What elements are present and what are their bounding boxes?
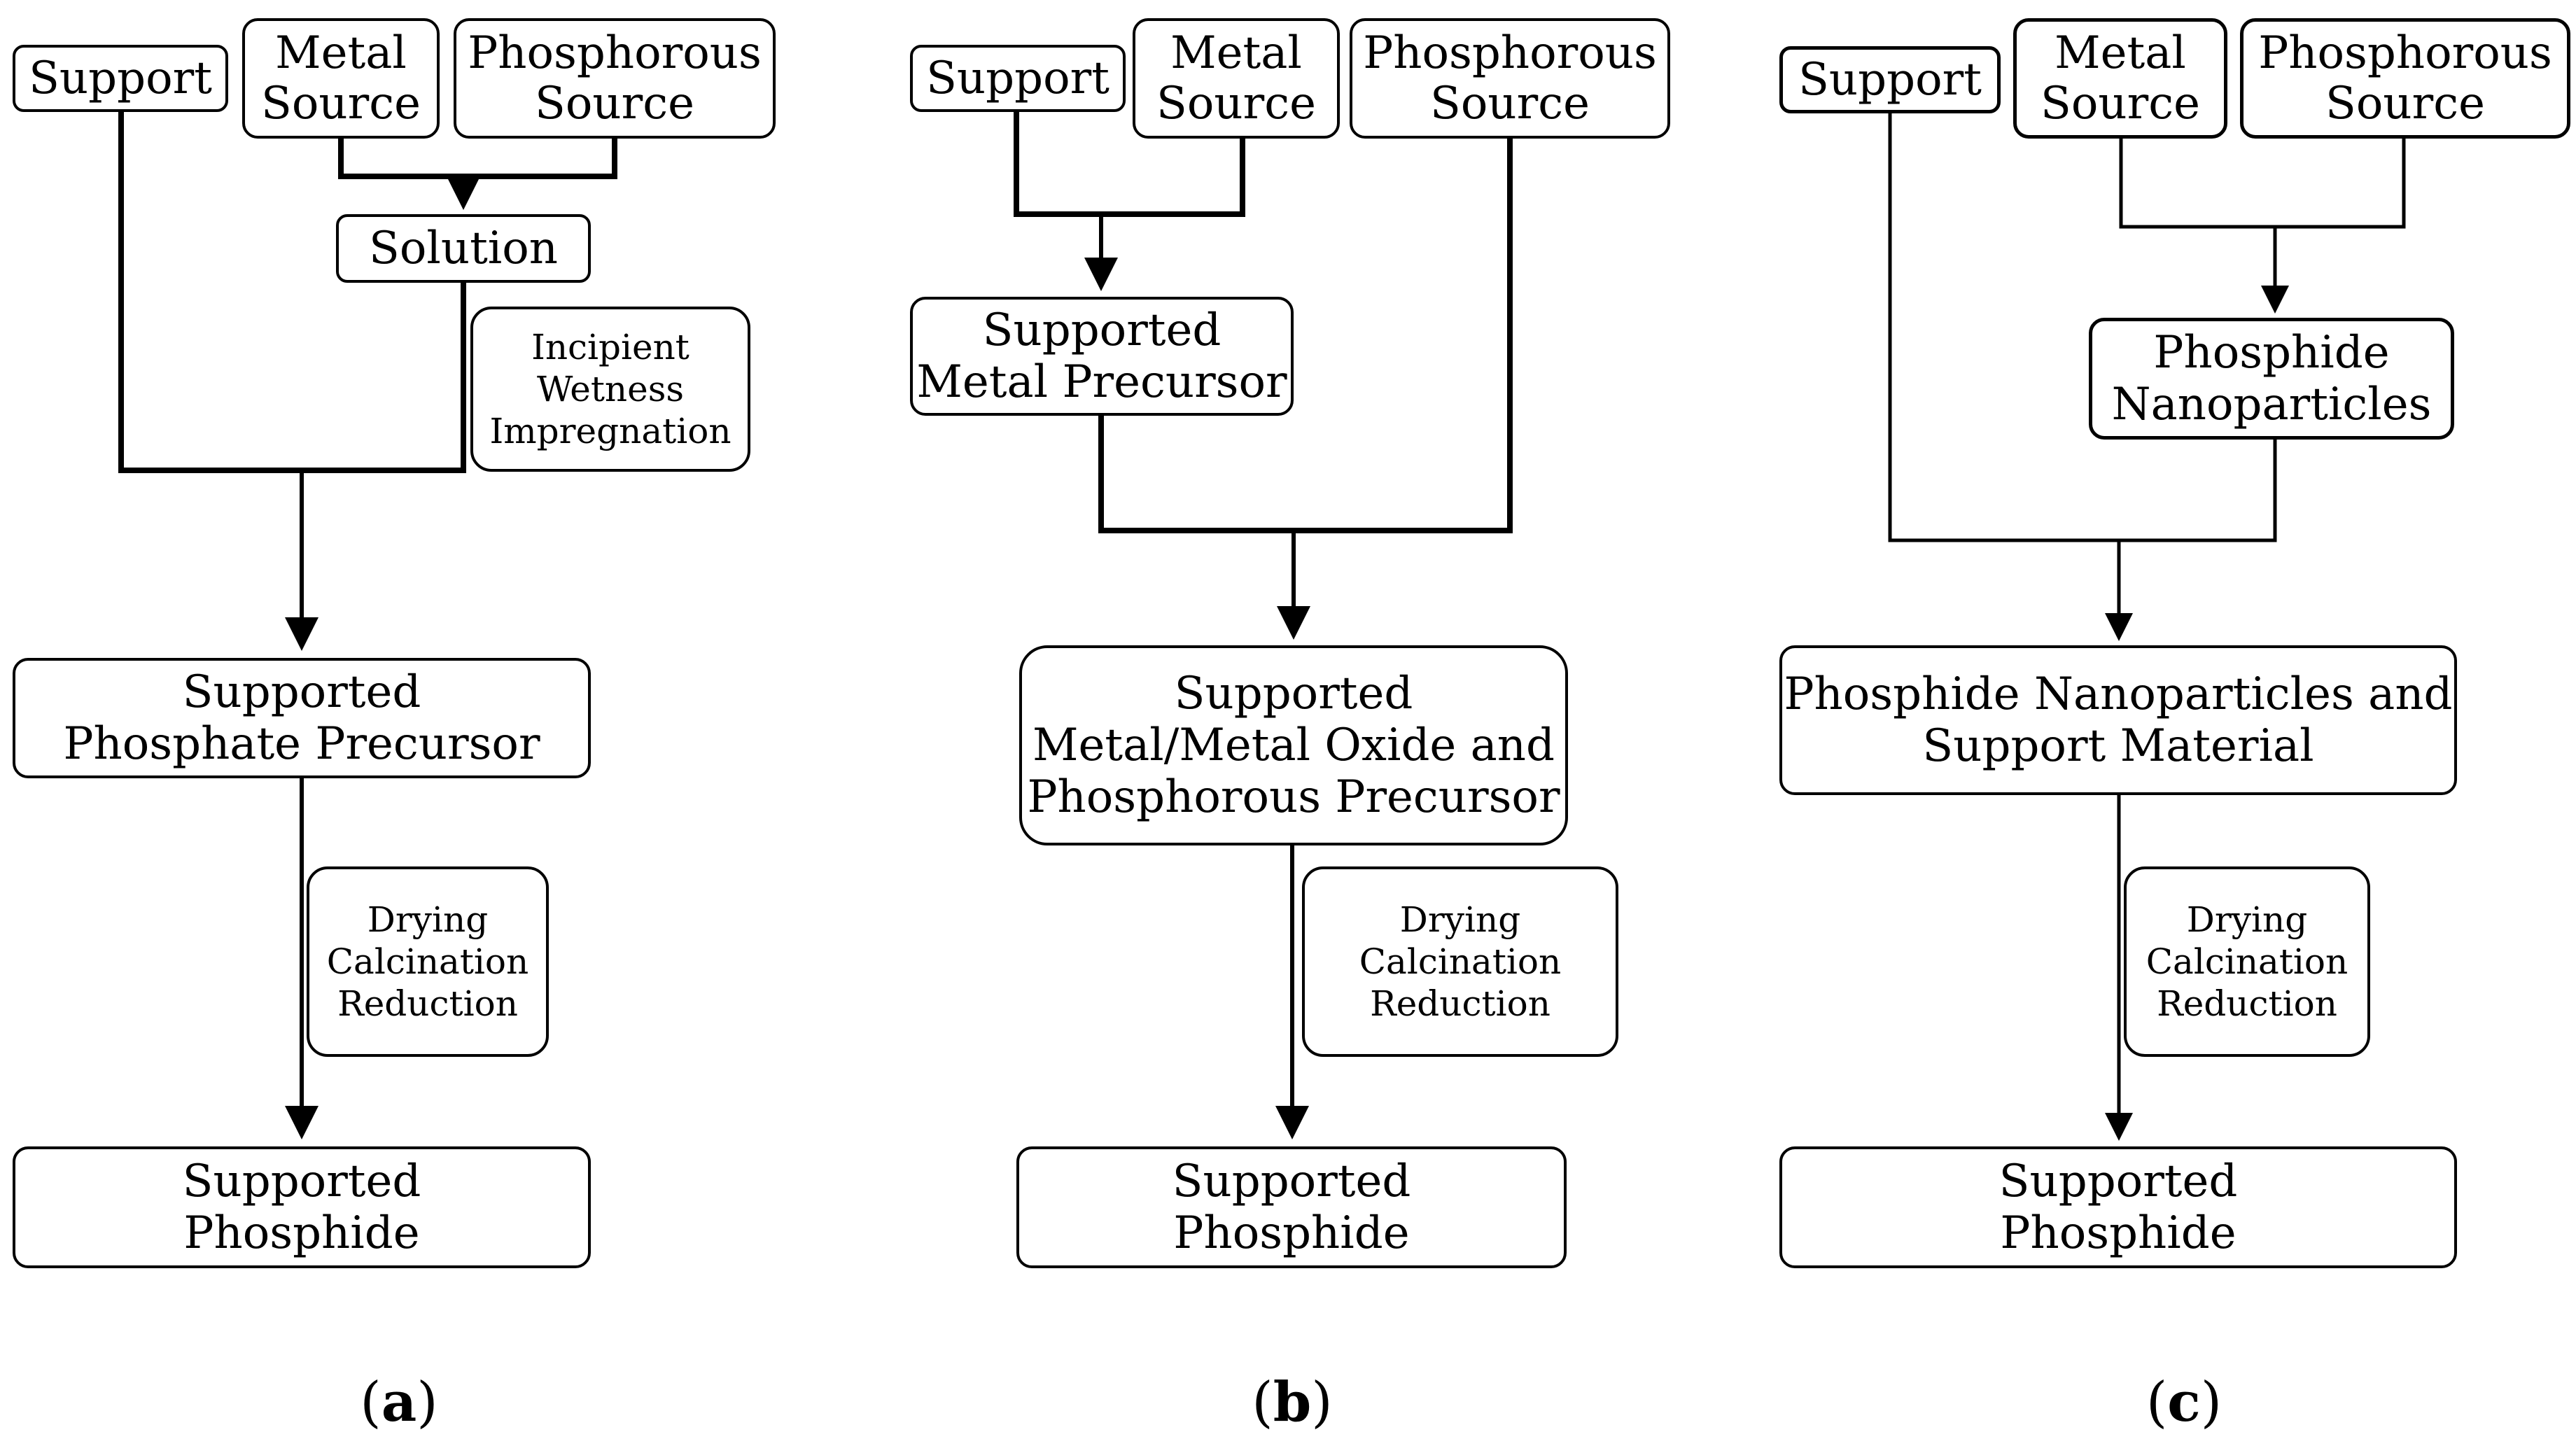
b-support-box: Support xyxy=(910,45,1126,112)
a-metal-source-box: Metal Source xyxy=(242,18,440,139)
c-support-and-nanoparticles-merge xyxy=(1888,113,2277,542)
c-phosphorous-source-box: Phosphorous Source xyxy=(2240,18,2570,139)
c-metal-source-box: Metal Source xyxy=(2013,18,2227,139)
a-treatment-step: Drying Calcination Reduction xyxy=(307,866,549,1057)
a-precursor-box: Supported Phosphate Precursor xyxy=(13,658,591,778)
b-phosphorous-source-box: Phosphorous Source xyxy=(1350,18,1670,139)
c-product-box: Supported Phosphide xyxy=(1779,1146,2457,1268)
b-precursor-and-phosphorous-merge xyxy=(1098,139,1513,533)
panel-c-caption: (c) xyxy=(2146,1370,2222,1434)
a-sources-to-solution xyxy=(338,139,617,179)
b-treatment-step: Drying Calcination Reduction xyxy=(1302,866,1618,1057)
a-solution-box: Solution xyxy=(336,214,591,283)
c-mixture-box: Phosphide Nanoparticles and Support Mate… xyxy=(1779,645,2457,795)
a-support-and-solution-merge xyxy=(118,112,466,473)
c-nanoparticles-box: Phosphide Nanoparticles xyxy=(2089,318,2454,440)
b-support-and-metal-merge xyxy=(1014,112,1245,217)
b-precursor-box: Supported Metal/Metal Oxide and Phosphor… xyxy=(1019,645,1568,845)
panel-b-caption: (b) xyxy=(1252,1370,1333,1434)
c-support-box: Support xyxy=(1779,46,2001,113)
panel-a-caption: (a) xyxy=(360,1370,438,1434)
c-treatment-step: Drying Calcination Reduction xyxy=(2124,866,2370,1057)
b-metal-source-box: Metal Source xyxy=(1133,18,1340,139)
a-phosphorous-source-box: Phosphorous Source xyxy=(454,18,776,139)
a-product-box: Supported Phosphide xyxy=(13,1146,591,1268)
a-support-box: Support xyxy=(13,45,228,112)
b-metal-precursor-box: Supported Metal Precursor xyxy=(910,297,1294,416)
c-sources-merge xyxy=(2119,139,2406,229)
b-product-box: Supported Phosphide xyxy=(1016,1146,1567,1268)
a-impregnation-step: Incipient Wetness Impregnation xyxy=(470,307,750,472)
